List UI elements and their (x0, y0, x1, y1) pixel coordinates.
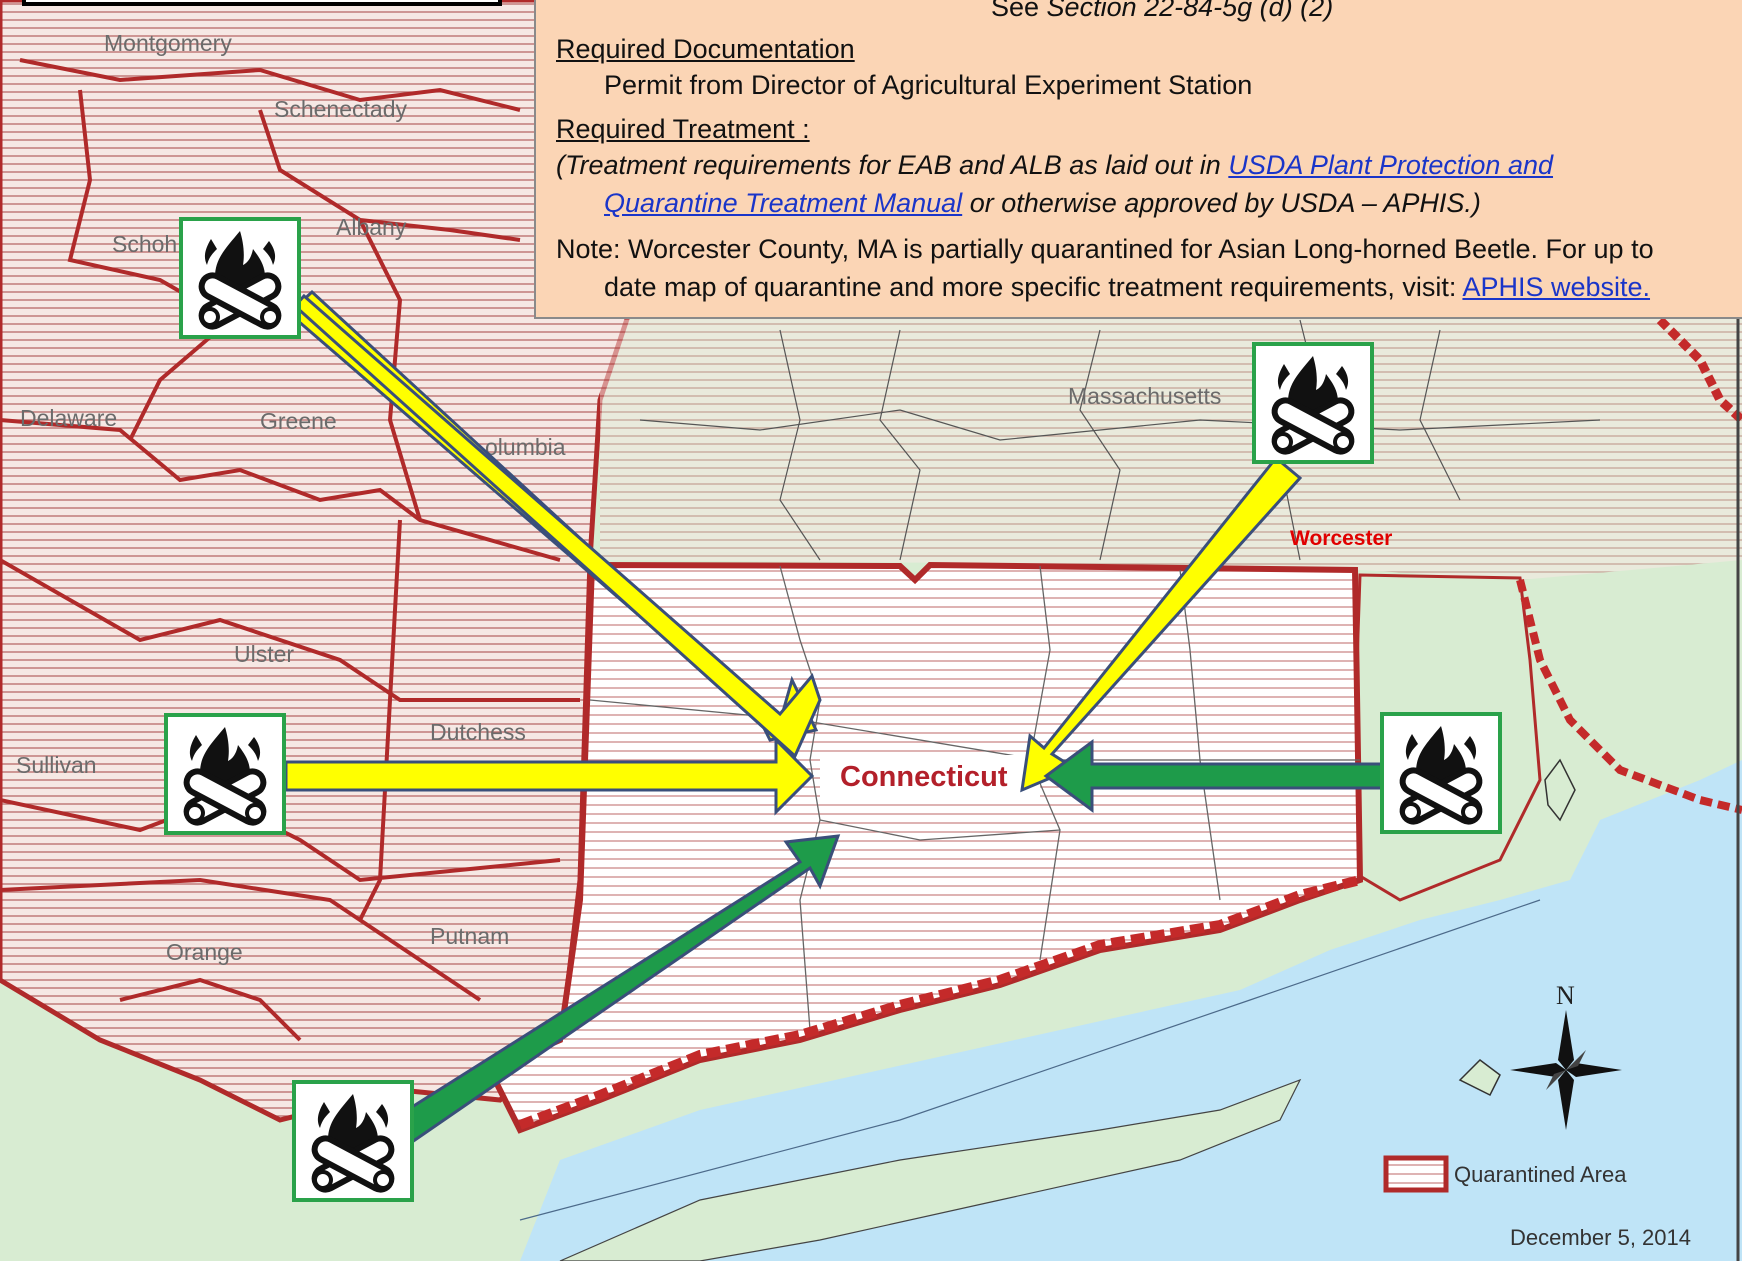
note-line-1: Note: Worcester County, MA is partially … (556, 234, 1654, 264)
firewood-campfire-icon-sullivan (166, 715, 284, 833)
ct-coastline (518, 875, 1362, 1130)
state-label-connecticut: Connecticut (840, 761, 1008, 793)
firewood-campfire-icon-rhode-island (1382, 714, 1500, 832)
county-label-schoharie: Schoh (112, 231, 177, 257)
note-line-2: date map of quarantine and more specific… (604, 272, 1651, 302)
county-label-dutchess: Dutchess (430, 719, 526, 745)
arrow-from-rhode-island (1043, 739, 1384, 813)
svg-text:N: N (1556, 981, 1575, 1010)
usda-manual-link-continued[interactable]: Quarantine Treatment Manual (604, 188, 963, 218)
water-long-island-sound (520, 760, 1742, 1261)
map-date: December 5, 2014 (1510, 1225, 1691, 1250)
county-label-albany: Albany (336, 214, 407, 240)
aphis-website-link[interactable]: APHIS website. (1462, 272, 1651, 302)
regulation-info-box: See Section 22-84-5g (d) (2) Required Do… (534, 0, 1742, 319)
treatment-text-line-1: (Treatment requirements for EAB and ALB … (556, 150, 1554, 180)
firewood-campfire-icon-orange (294, 1082, 412, 1200)
county-label-delaware: Delaware (20, 405, 117, 431)
usda-manual-link[interactable]: USDA Plant Protection and (1228, 150, 1554, 180)
north-arrow: N (1510, 981, 1622, 1130)
state-label-massachusetts: Massachusetts (1068, 383, 1221, 409)
firewood-campfire-icon-massachusetts (1254, 344, 1372, 462)
legend-label-quarantined: Quarantined Area (1454, 1162, 1627, 1187)
required-documentation-heading: Required Documentation (556, 34, 855, 64)
county-label-sullivan: Sullivan (16, 752, 97, 778)
county-label-columbia: olumbia (485, 434, 566, 460)
county-label-worcester: Worcester (1290, 527, 1392, 550)
arrow-from-orange (402, 834, 841, 1145)
top-left-title-box (22, 0, 502, 6)
arrow-from-albany (284, 289, 822, 759)
county-label-orange: Orange (166, 939, 243, 965)
county-label-greene: Greene (260, 408, 337, 434)
county-label-montgomery: Montgomery (104, 30, 232, 56)
legend: Quarantined Area (1383, 1155, 1627, 1193)
long-island (559, 1078, 1302, 1261)
massachusetts-region (600, 300, 1742, 580)
required-treatment-heading: Required Treatment : (556, 114, 810, 144)
section-reference: See Section 22-84-5g (d) (2) (991, 0, 1334, 22)
county-label-ulster: Ulster (234, 641, 294, 667)
county-label-putnam: Putnam (430, 923, 509, 949)
county-label-schenectady: Schenectady (274, 96, 407, 122)
arrow-from-ulster-sullivan (284, 736, 815, 816)
legend-swatch-quarantined (1383, 1155, 1449, 1193)
treatment-text-line-2: Quarantine Treatment Manual or otherwise… (604, 188, 1481, 218)
firewood-campfire-icon-albany (181, 219, 299, 337)
required-documentation-text: Permit from Director of Agricultural Exp… (604, 70, 1253, 100)
